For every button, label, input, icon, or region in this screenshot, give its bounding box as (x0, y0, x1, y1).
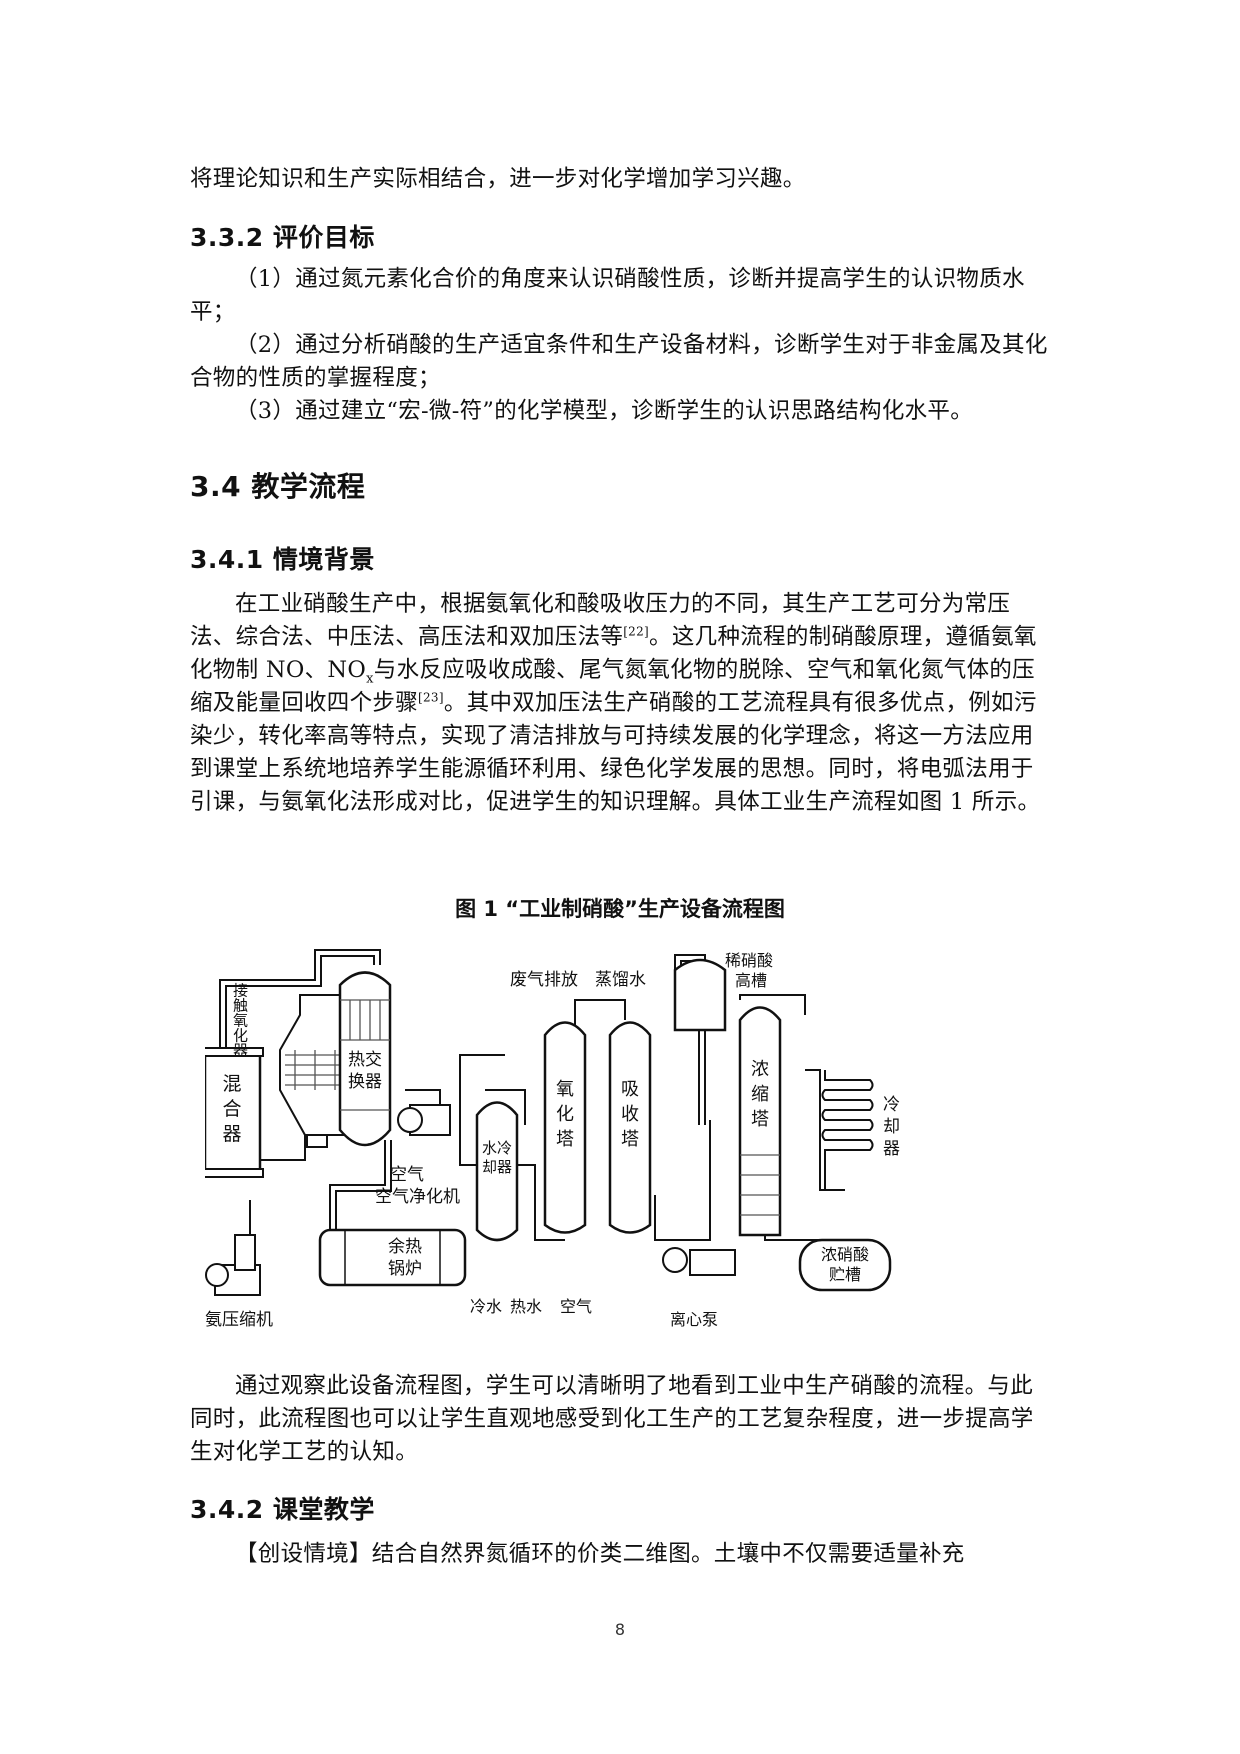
citation-22: [22] (623, 624, 650, 639)
heading-3-4: 3.4 教学流程 (190, 470, 366, 503)
evaluation-goals: （1）通过氮元素化合价的角度来认识硝酸性质，诊断并提高学生的认识物质水平； （2… (190, 263, 1050, 428)
ammonia-compressor-label: 氨压缩机 (205, 1310, 273, 1330)
after-figure-text: 通过观察此设备流程图，学生可以清晰明了地看到工业中生产硝酸的流程。与此同时，此流… (190, 1373, 1034, 1465)
air-purifier-label: 空气净化机 (375, 1187, 460, 1207)
concentration-tower-label: 浓 (751, 1059, 769, 1080)
page-number: 8 (614, 1620, 626, 1639)
classroom-text: 【创设情境】结合自然界氮循环的价类二维图。土壤中不仅需要适量补充 (235, 1541, 965, 1567)
svg-text:塔: 塔 (556, 1129, 574, 1150)
background-text-a: 在工业硝酸生产中，根据氨氧化和酸吸收压力的不同，其生产工艺可分为常压法、综合法、… (190, 591, 1011, 650)
svg-text:却: 却 (883, 1117, 900, 1137)
background-text-d: 。其中双加压法生产硝酸的工艺流程具有很多优点，例如污染少，转化率高等特点，实现了… (190, 690, 1041, 815)
cold-water-label: 冷水 (470, 1297, 502, 1316)
cooler-coil (821, 1070, 874, 1190)
svg-text:换器: 换器 (348, 1072, 382, 1092)
heat-exchanger: 热交 换器 (338, 971, 392, 1147)
svg-text:锅炉: 锅炉 (388, 1259, 422, 1279)
exhaust-label: 废气排放 (510, 970, 578, 990)
intro-line: 将理论知识和生产实际相结合，进一步对化学增加学习兴趣。 (190, 166, 806, 192)
classroom-paragraph: 【创设情境】结合自然界氮循环的价类二维图。土壤中不仅需要适量补充 (190, 1538, 1050, 1571)
cooler-label-1: 冷 (883, 1095, 900, 1115)
oxidation-tower-label: 氧 (556, 1079, 574, 1100)
conc-storage-label: 浓硝酸 (821, 1245, 869, 1264)
svg-text:塔: 塔 (621, 1129, 639, 1150)
distilled-water-label: 蒸馏水 (595, 970, 646, 990)
goal-item-3: （3）通过建立“宏-微-符”的化学模型，诊断学生的认识思路结构化水平。 (235, 398, 974, 424)
svg-text:塔: 塔 (751, 1109, 769, 1130)
svg-text:器: 器 (222, 1123, 241, 1145)
background-paragraph: 在工业硝酸生产中，根据氨氧化和酸吸收压力的不同，其生产工艺可分为常压法、综合法、… (190, 588, 1050, 819)
dilute-tank-label: 稀硝酸 (725, 951, 773, 970)
dilute-acid-tank: 稀硝酸 高槽 (673, 951, 773, 1032)
background-text: 在工业硝酸生产中，根据氨氧化和酸吸收压力的不同，其生产工艺可分为常压法、综合法、… (190, 588, 1050, 819)
background-text-b: 。这几种流程的制硝酸原理，遵循氨氧化物制 NO、NO (190, 624, 1037, 683)
svg-text:却器: 却器 (482, 1158, 512, 1176)
water-cooler: 水冷 却器 (475, 1101, 519, 1242)
centrifugal-pump-label: 离心泵 (670, 1310, 718, 1329)
svg-text:化: 化 (556, 1104, 574, 1125)
air-label: 空气 (560, 1297, 592, 1316)
svg-text:高槽: 高槽 (735, 971, 767, 990)
goal-item-1: （1）通过氮元素化合价的角度来认识硝酸性质，诊断并提高学生的认识物质水平； (190, 266, 1025, 325)
svg-text:贮槽: 贮槽 (829, 1265, 861, 1284)
contact-oxidizer-label: 接触氧化器 (231, 983, 249, 1058)
citation-23: [23] (418, 690, 444, 705)
after-figure-paragraph: 通过观察此设备流程图，学生可以清晰明了地看到工业中生产硝酸的流程。与此同时，此流… (190, 1370, 1050, 1469)
oxidation-tower: 氧 化 塔 (543, 1021, 587, 1234)
ammonia-compressor: 氨压缩机 (205, 1234, 273, 1330)
svg-text:器: 器 (883, 1139, 900, 1159)
svg-text:空气: 空气 (390, 1165, 424, 1185)
absorption-tower: 吸 收 塔 废气排放 蒸馏水 (510, 970, 652, 1234)
intro-paragraph: 将理论知识和生产实际相结合，进一步对化学增加学习兴趣。 (190, 163, 1050, 196)
waste-heat-boiler: 余热 锅炉 (318, 1228, 467, 1287)
conc-acid-storage: 浓硝酸 贮槽 (798, 1238, 892, 1292)
heading-3-4-1: 3.4.1 情境背景 (190, 545, 375, 574)
svg-text:合: 合 (222, 1098, 241, 1120)
svg-text:缩: 缩 (751, 1084, 769, 1105)
hot-water-label: 热水 (510, 1297, 542, 1316)
centrifugal-pump: 离心泵 (662, 1247, 736, 1329)
heat-exchanger-label: 热交 (348, 1050, 382, 1070)
heading-3-3-2: 3.3.2 评价目标 (190, 223, 375, 252)
concentration-tower: 浓 缩 塔 (738, 1006, 782, 1237)
figure-caption: 图 1 “工业制硝酸”生产设备流程图 (455, 897, 785, 921)
svg-text:收: 收 (621, 1104, 639, 1125)
process-flow-diagram: 混 合 器 接触氧化器 热交 换器 (205, 949, 900, 1330)
heading-3-4-2: 3.4.2 课堂教学 (190, 1495, 375, 1524)
mixer-label: 混 (222, 1073, 241, 1095)
water-cooler-label: 水冷 (482, 1139, 512, 1157)
subscript-x: x (366, 671, 374, 687)
mixer-vessel: 混 合 器 (205, 1047, 264, 1178)
waste-heat-boiler-label: 余热 (388, 1237, 422, 1257)
goal-item-2: （2）通过分析硝酸的生产适宜条件和生产设备材料，诊断学生对于非金属及其化合物的性… (190, 332, 1048, 391)
absorption-tower-label: 吸 (621, 1079, 639, 1100)
air-purifier: 空气 空气净化机 (375, 1104, 460, 1207)
background-text-c: 与水反应吸收成酸、尾气氮氧化物的脱除、空气和氧化氮气体的压缩及能量回收四个步骤 (190, 657, 1035, 716)
